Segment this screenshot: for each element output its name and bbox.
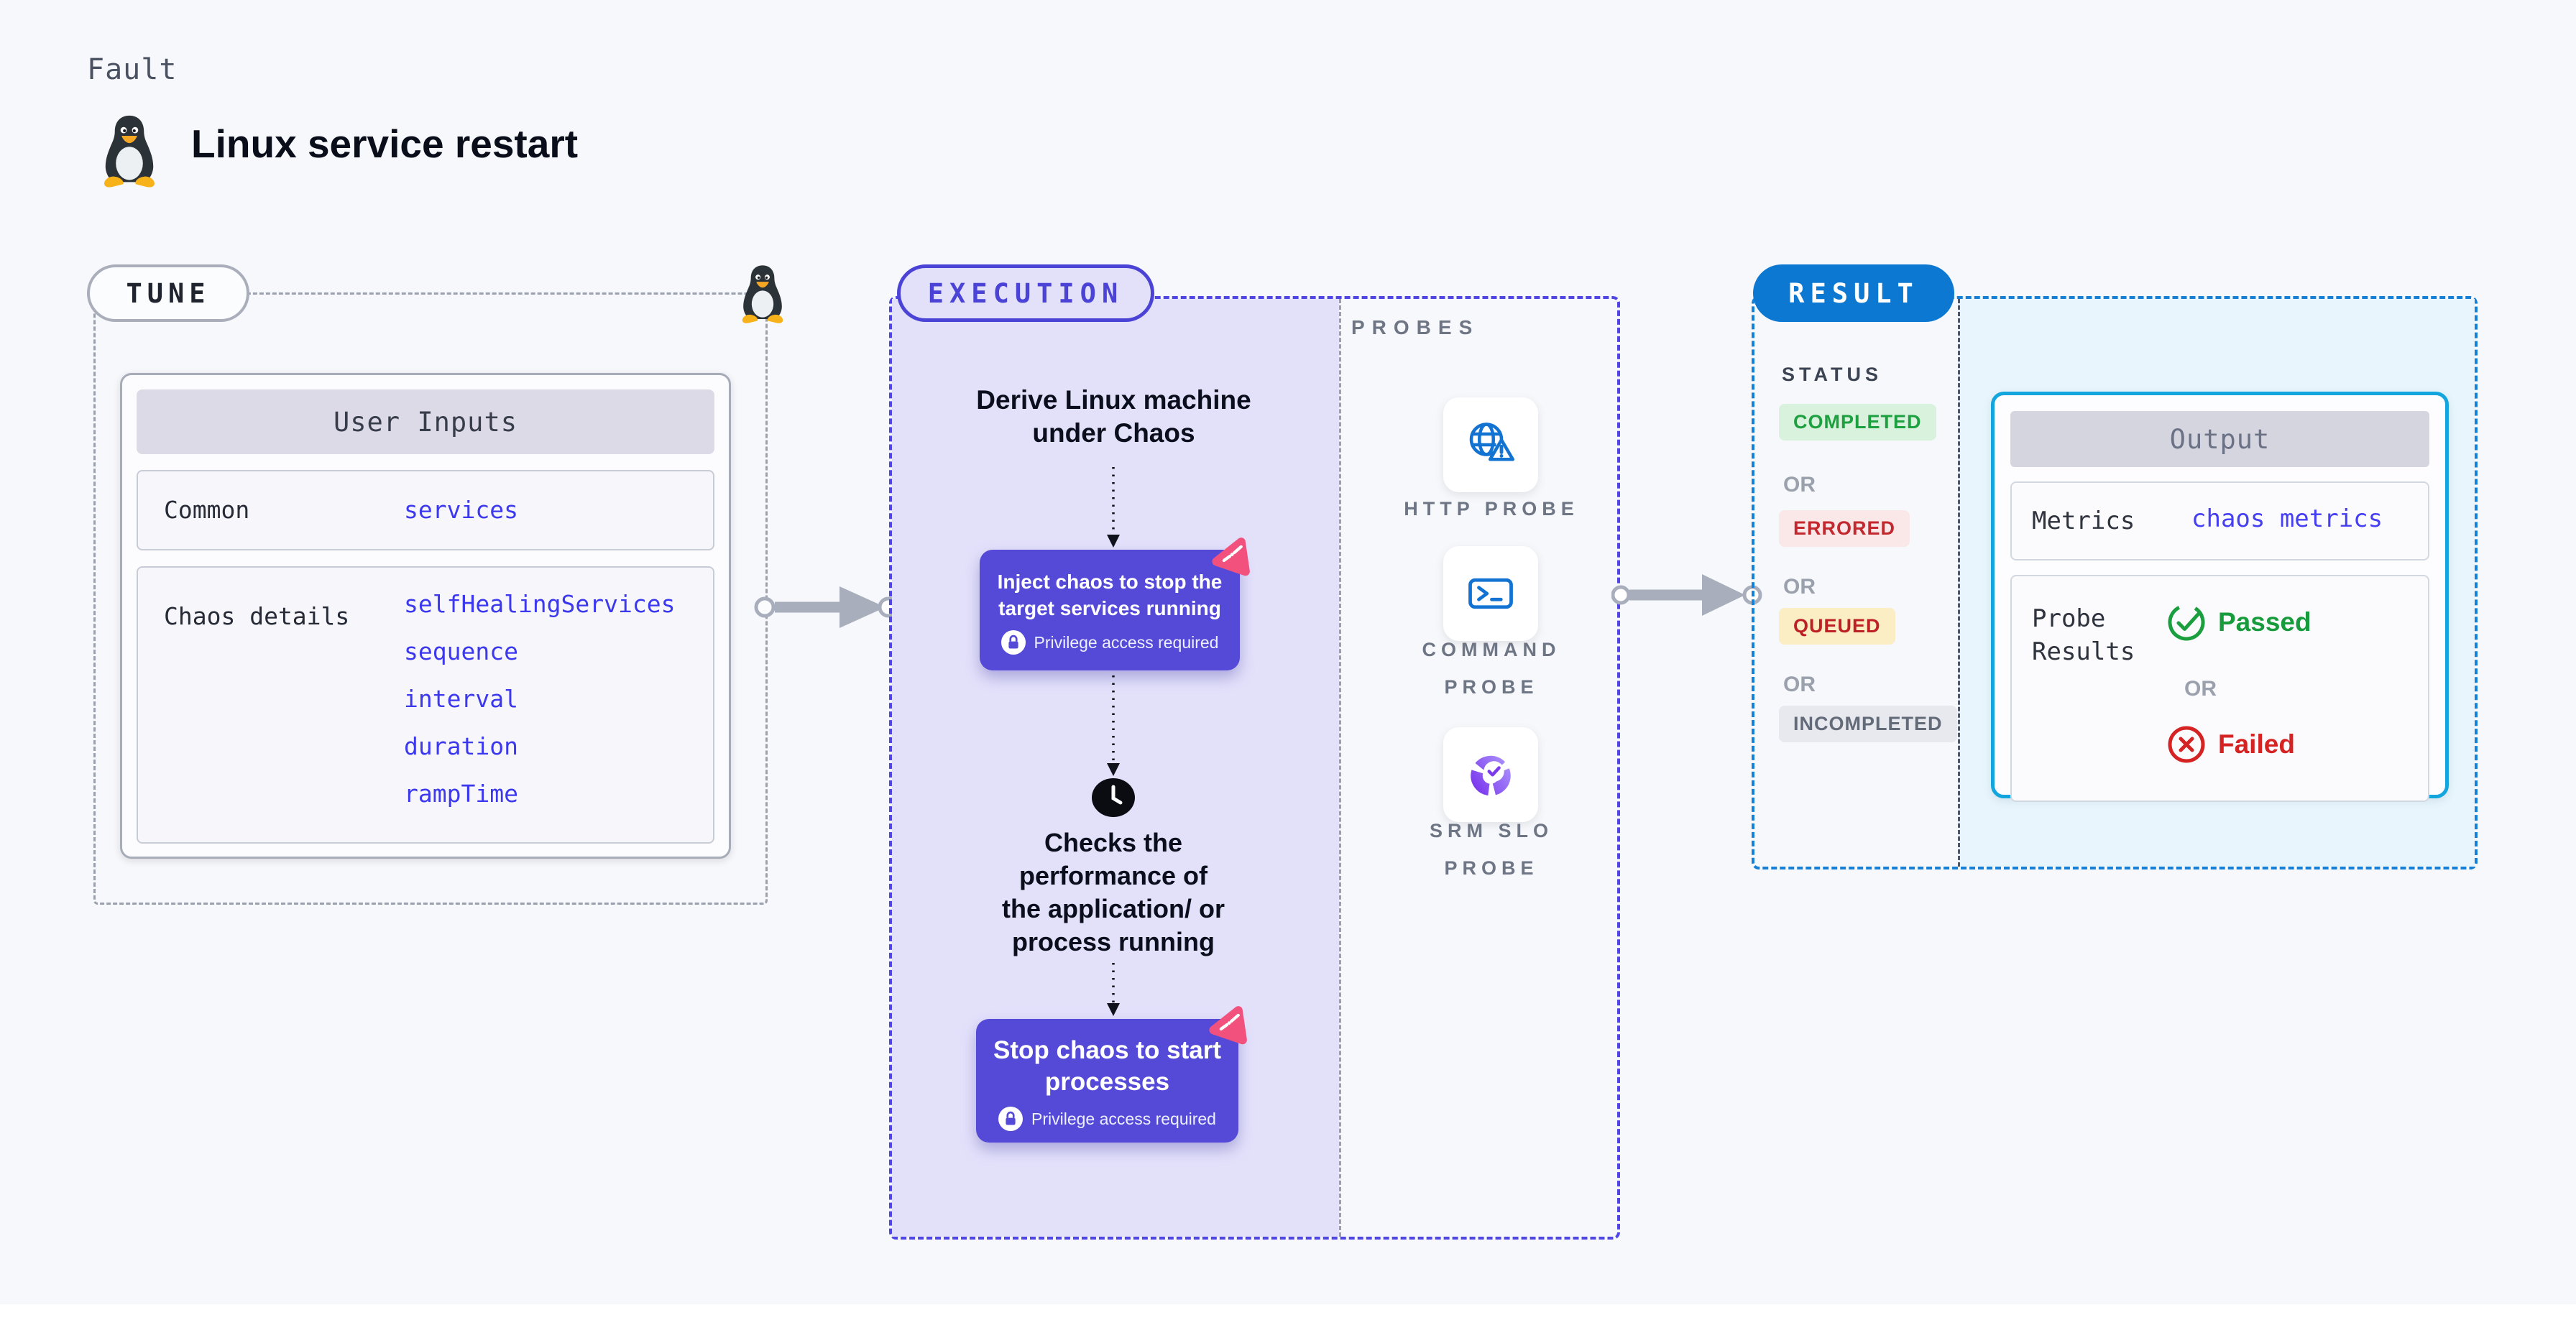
status-badge-incompleted: INCOMPLETED bbox=[1779, 706, 1957, 742]
probe-results-row: Probe Results Passed OR Failed bbox=[2010, 575, 2429, 802]
or-separator: OR bbox=[1783, 575, 1816, 599]
passed-result: Passed bbox=[2166, 602, 2312, 642]
chaos-experiment-icon bbox=[1203, 535, 1255, 586]
tux-penguin-icon bbox=[104, 115, 155, 188]
checks-step-text: Checks the performance of the applicatio… bbox=[1001, 828, 1225, 956]
clock-icon bbox=[1092, 778, 1135, 817]
metrics-row: Metrics chaos metrics bbox=[2010, 481, 2429, 560]
lock-icon bbox=[998, 1107, 1024, 1131]
common-label: Common bbox=[164, 496, 250, 524]
privilege-badge: Privilege access required bbox=[976, 1107, 1238, 1131]
flow-arrow-down-icon bbox=[1107, 963, 1120, 1016]
user-inputs-row-common: Common services bbox=[137, 470, 714, 550]
chaos-details-label: Chaos details bbox=[164, 602, 350, 630]
or-separator: OR bbox=[1783, 673, 1816, 696]
check-circle-icon bbox=[2168, 604, 2205, 641]
chaos-value: duration bbox=[404, 732, 518, 760]
execution-to-result-arrow bbox=[1611, 574, 1762, 616]
command-terminal-icon bbox=[1468, 578, 1513, 609]
output-title: Output bbox=[2010, 411, 2429, 467]
page-title: Linux service restart bbox=[191, 121, 579, 166]
chaos-value: rampTime bbox=[404, 780, 518, 808]
tune-pill: TUNE bbox=[87, 264, 249, 322]
flow-arrow-down-icon bbox=[1107, 467, 1120, 548]
stop-chaos-button[interactable]: Stop chaos to start processes Privilege … bbox=[976, 1019, 1238, 1143]
probe-results-label: Probe Results bbox=[2032, 604, 2135, 666]
status-badge-errored: ERRORED bbox=[1779, 510, 1910, 547]
status-badge-queued: QUEUED bbox=[1779, 608, 1895, 645]
bottom-strip bbox=[0, 1304, 2576, 1338]
result-pill: RESULT bbox=[1753, 264, 1954, 322]
inject-chaos-button[interactable]: Inject chaos to stop the target services… bbox=[980, 550, 1240, 670]
http-globe-alert-icon bbox=[1469, 423, 1514, 461]
derive-step-text: Derive Linux machine under Chaos bbox=[976, 385, 1251, 448]
chaos-value: selfHealingServices bbox=[404, 590, 676, 618]
common-value: services bbox=[404, 496, 518, 524]
chaos-experiment-icon bbox=[1200, 1003, 1252, 1055]
result-divider bbox=[1958, 299, 1960, 867]
or-separator: OR bbox=[2184, 677, 2217, 701]
output-card: Output Metrics chaos metrics Probe Resul… bbox=[1991, 392, 2449, 802]
probes-panel bbox=[1339, 299, 1617, 1237]
flow-arrow-down-icon bbox=[1107, 675, 1120, 776]
user-inputs-row-chaos-details: Chaos details selfHealingServices sequen… bbox=[137, 566, 714, 844]
status-heading: STATUS bbox=[1782, 364, 1882, 385]
or-separator: OR bbox=[1783, 473, 1816, 497]
command-probe-label: COMMAND PROBE bbox=[1422, 639, 1561, 698]
execution-pill: EXECUTION bbox=[897, 264, 1154, 322]
user-inputs-card: User Inputs Common services Chaos detail… bbox=[120, 373, 731, 859]
chaos-details-values: selfHealingServices sequence interval du… bbox=[404, 581, 676, 818]
tux-penguin-small-icon bbox=[742, 265, 783, 323]
chaos-value: sequence bbox=[404, 637, 518, 665]
status-badge-completed: COMPLETED bbox=[1779, 404, 1936, 440]
srm-slo-probe-card[interactable] bbox=[1443, 727, 1538, 822]
http-probe-label: HTTP PROBE bbox=[1404, 498, 1579, 520]
metrics-value: chaos metrics bbox=[2191, 504, 2383, 533]
probes-heading: PROBES bbox=[1351, 316, 1480, 338]
x-circle-icon bbox=[2168, 726, 2205, 763]
chaos-value: interval bbox=[404, 685, 518, 713]
command-probe-card[interactable] bbox=[1443, 546, 1538, 641]
tune-to-execution-arrow bbox=[754, 586, 898, 628]
fault-kicker: Fault bbox=[87, 53, 178, 86]
privilege-badge: Privilege access required bbox=[980, 630, 1240, 655]
failed-result: Failed bbox=[2166, 724, 2295, 765]
srm-slo-donut-icon bbox=[1471, 755, 1511, 796]
srm-slo-probe-label: SRM SLO PROBE bbox=[1429, 820, 1553, 879]
user-inputs-title: User Inputs bbox=[137, 389, 714, 454]
lock-icon bbox=[1000, 630, 1026, 655]
metrics-label: Metrics bbox=[2032, 507, 2135, 535]
http-probe-card[interactable] bbox=[1443, 397, 1538, 492]
